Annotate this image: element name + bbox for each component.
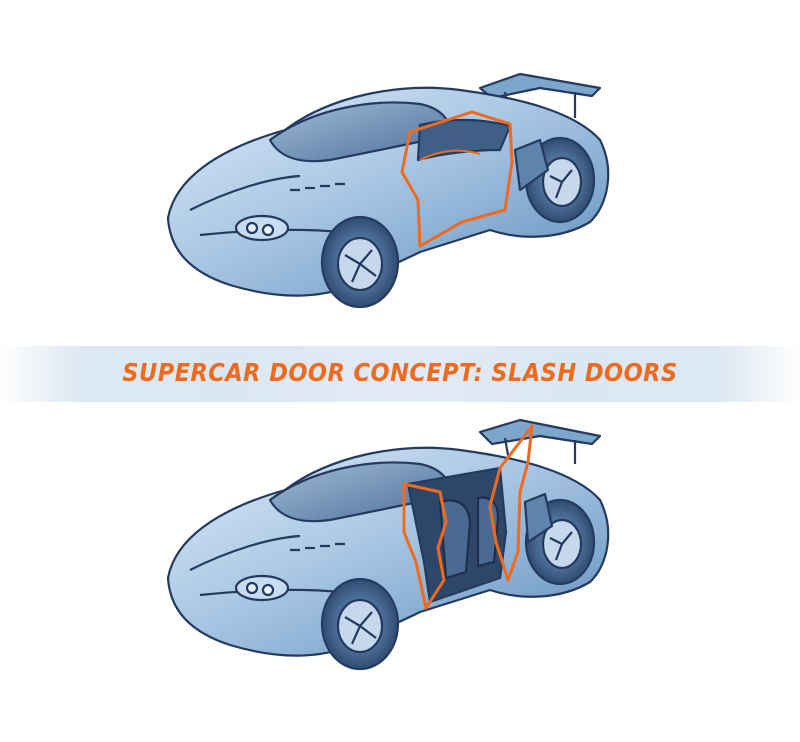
- door-outline-open-rear: [488, 424, 534, 582]
- title-banner: SUPERCAR DOOR CONCEPT: SLASH DOORS: [0, 346, 800, 402]
- page-title: SUPERCAR DOOR CONCEPT: SLASH DOORS: [122, 358, 678, 387]
- car-sketch-doors-closed: [166, 72, 610, 309]
- door-outline-open-front: [402, 482, 448, 610]
- car-sketch-doors-open: [166, 418, 610, 671]
- car-body: [166, 72, 610, 309]
- door-outline-closed: [400, 110, 514, 248]
- car-body: [166, 418, 610, 671]
